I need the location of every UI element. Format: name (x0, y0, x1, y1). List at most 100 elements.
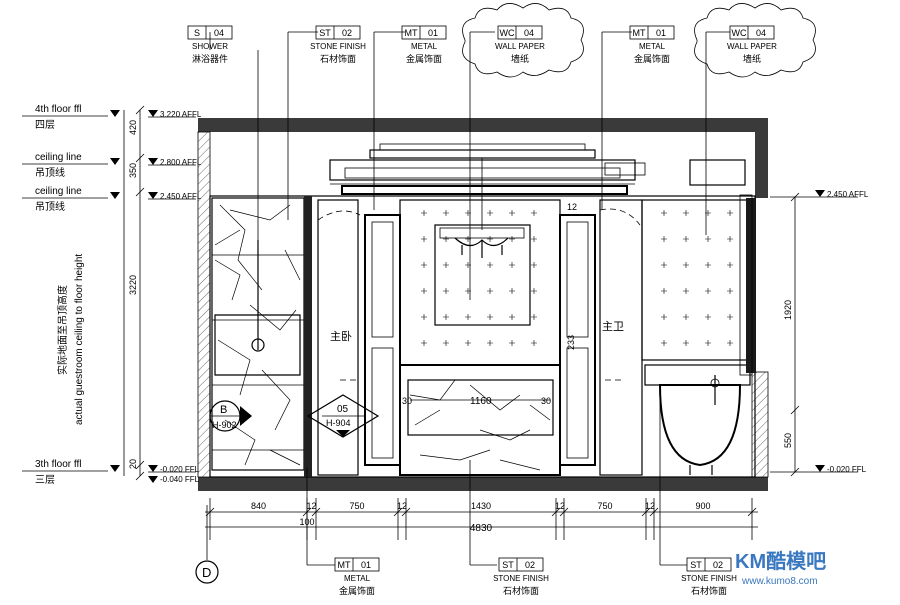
detail-callout-05: 05 H-904 (306, 394, 380, 438)
detail-callout-05-num: 05 (337, 404, 349, 415)
level-elev: 2.450 AFFL (827, 190, 869, 199)
ceiling-slab (198, 118, 768, 132)
level-elev: 2.800 AFFL (160, 158, 202, 167)
wallpaper-right (641, 199, 751, 361)
tag-cn: 淋浴器件 (192, 53, 228, 64)
inner-dimensions: 1160 30 30 12 233 (402, 202, 577, 407)
tag-cn: 石材饰面 (503, 585, 539, 596)
inner-dim-233: 233 (566, 335, 576, 350)
ceiling-cornice (329, 143, 636, 195)
grid-bubble-d: D (195, 505, 219, 584)
bottom-dim: 12 (306, 501, 316, 511)
watermark-main: KM酷模吧 (735, 549, 826, 573)
level-marker-right-0: 2.450 AFFL (770, 190, 869, 199)
tag-num: 02 (713, 560, 723, 570)
inner-dim-12: 12 (567, 202, 577, 212)
bottom-dim: 12 (645, 501, 655, 511)
bottom-dim-small: 100 (299, 517, 314, 527)
tag-code: MT (338, 560, 351, 570)
level-marker-left-3: 3th floor ffl 三层 -0.020 FFL (22, 459, 200, 486)
level-cn: 吊顶线 (35, 166, 65, 179)
panel-door-left (364, 214, 401, 466)
level-en: ceiling line (35, 186, 82, 197)
tag-cn: 墙纸 (743, 53, 761, 64)
tag-en: WALL PAPER (727, 42, 777, 51)
shower-fixture (214, 240, 301, 376)
left-dimension-chain: 420 350 3220 20 (123, 105, 145, 481)
level-en: ceiling line (35, 152, 82, 163)
bottom-dim: 840 (251, 501, 266, 511)
tag-cn: 石材饰面 (320, 53, 356, 64)
tag-code: ST (319, 28, 331, 38)
level-elev: -0.020 FFL (160, 465, 200, 474)
door-left (317, 199, 361, 476)
right-dim: 550 (783, 433, 793, 448)
right-glass (746, 198, 756, 373)
tag-cn: 金属饰面 (339, 585, 375, 596)
tag-en: METAL (639, 42, 666, 51)
bottom-dim: 12 (555, 501, 565, 511)
tag-num: 01 (361, 560, 371, 570)
tag-en: STONE FINISH (493, 574, 549, 583)
inner-dim-30b: 30 (541, 396, 551, 406)
glass-divider (304, 196, 312, 477)
ceiling-device (604, 159, 746, 186)
bottom-dim: 750 (597, 501, 612, 511)
detail-callout-b: B H-902 (209, 400, 252, 432)
left-dim: 420 (128, 120, 138, 135)
level-marker-right-1: -0.020 FFL (770, 465, 867, 474)
tag-en: WALL PAPER (495, 42, 545, 51)
vanity-cabinet (399, 364, 561, 476)
left-dim: 20 (128, 459, 138, 469)
panel-door-right (559, 214, 596, 466)
right-wall-hatch (751, 371, 769, 478)
watermark-sub: www.kumo8.com (741, 576, 818, 587)
detail-callout-b-sheet: H-902 (212, 420, 237, 430)
level-elev: -0.040 FFL (160, 475, 200, 484)
tag-cn: 金属饰面 (406, 53, 442, 64)
tag-cn: 墙纸 (511, 53, 529, 64)
level-elev: -0.020 FFL (827, 465, 867, 474)
detail-callout-b-num: B (220, 404, 227, 416)
level-cn: 吊顶线 (35, 200, 65, 213)
level-en: 4th floor ffl (35, 104, 82, 115)
room-label-left: 主卧 (330, 330, 352, 343)
right-wall-section (755, 118, 768, 198)
tag-num: 01 (656, 28, 666, 38)
tag-en: STONE FINISH (310, 42, 366, 51)
detail-callout-05-sheet: H-904 (326, 418, 351, 428)
room-label-right: 主卫 (602, 320, 624, 333)
inner-dim-1160: 1160 (470, 396, 492, 407)
floor-slab (198, 477, 768, 491)
grid-label: D (202, 565, 211, 580)
tag-code: S (194, 28, 200, 38)
wallpaper-pattern (421, 210, 733, 346)
inner-dim-30a: 30 (402, 396, 412, 406)
level-cn: 三层 (35, 474, 55, 486)
level-marker-left-extra: -0.040 FFL (148, 475, 200, 484)
bottom-dim: 12 (397, 501, 407, 511)
tag-num: 01 (428, 28, 438, 38)
level-elev: 3.220 AFFL (160, 110, 202, 119)
tag-en: METAL (344, 574, 371, 583)
bottom-dim-total: 4830 (470, 523, 493, 534)
tag-en: METAL (411, 42, 438, 51)
tag-code: MT (633, 28, 646, 38)
right-dim: 1920 (783, 300, 793, 320)
left-dim: 350 (128, 163, 138, 178)
vertical-note-cn: 实际地面至吊顶高度 (56, 285, 69, 375)
left-dim: 3220 (128, 275, 138, 295)
chandelier (439, 158, 525, 258)
level-en: 3th floor ffl (35, 459, 82, 470)
tag-en: STONE FINISH (681, 574, 737, 583)
tag-num: 04 (524, 28, 534, 38)
tag-cn: 石材饰面 (691, 585, 727, 596)
right-level-markers: 2.450 AFFL -0.020 FFL (770, 190, 869, 474)
tag-code: MT (405, 28, 418, 38)
level-cn: 四层 (35, 119, 55, 131)
